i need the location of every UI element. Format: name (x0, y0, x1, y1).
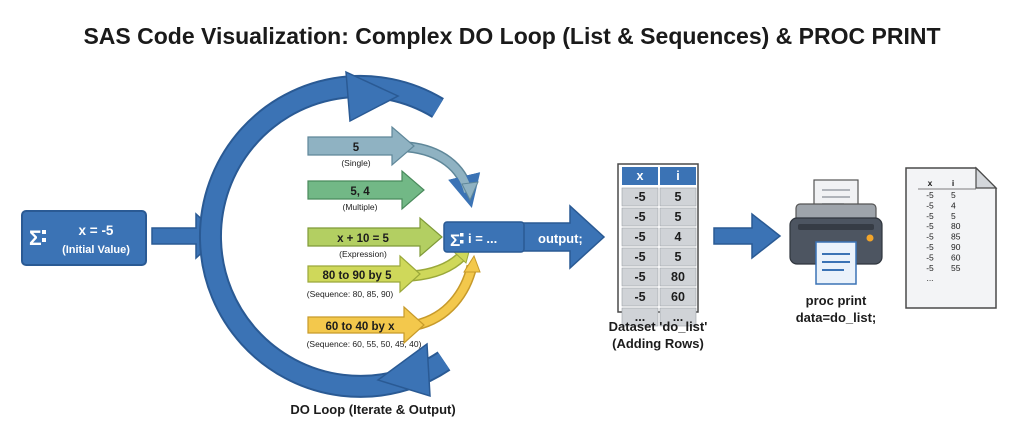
initial-value-expr: x = -5 (79, 223, 114, 238)
printout-cell: -5 (926, 221, 934, 231)
do-loop-cycle (198, 70, 451, 398)
do-loop-label: DO Loop (Iterate & Output) (290, 402, 455, 417)
dataset-cell-value: -5 (634, 250, 645, 264)
loop-item-expression: x + 10 = 5 (Expression) (307, 216, 443, 259)
printout-header-label: i (952, 178, 954, 188)
dataset-cell-value: -5 (634, 190, 645, 204)
printout-cell: -5 (926, 200, 934, 210)
dataset-cell (621, 207, 659, 227)
printout-cell: 55 (951, 263, 961, 273)
arrow-dataset-to-printer (713, 212, 782, 260)
dataset-cell-value: -5 (634, 270, 645, 284)
dataset-table: x i -5 5 -5 5 -5 4 -5 5 -5 80 -5 60...... (617, 163, 699, 327)
dataset-header-cell (622, 167, 658, 185)
loop-item-sequence-down-expr: 60 to 40 by x (325, 321, 395, 333)
printout-cell: -5 (926, 242, 934, 252)
printer-icon (789, 179, 883, 285)
dataset-cell (659, 227, 697, 247)
printout-cell: 5 (951, 190, 956, 200)
printout-cell: -5 (926, 190, 934, 200)
printout-cell: -5 (926, 263, 934, 273)
loop-item-single-expr: 5 (353, 142, 360, 154)
proc-print-line2: data=do_list; (796, 310, 877, 325)
proc-print-line1: proc print (806, 293, 867, 308)
dataset-cell (621, 287, 659, 307)
loop-output-statement: output; (538, 231, 583, 246)
dataset-cell-value: 80 (671, 270, 685, 284)
loop-item-multiple-expr: 5, 4 (350, 186, 370, 198)
loop-item-multiple-caption: (Multiple) (343, 202, 378, 212)
dataset-cell (621, 187, 659, 207)
loop-item-sequence-up: 80 to 90 by 5 (Sequence: 80, 85, 90) (307, 247, 471, 299)
loop-item-sequence-up-expr: 80 to 90 by 5 (322, 270, 392, 282)
dataset-cell-value: 5 (675, 250, 682, 264)
loop-item-multiple: 5, 4 (Multiple) (307, 169, 425, 212)
svg-text:Σ: Σ (450, 231, 460, 250)
printout-header-label: x (928, 178, 933, 188)
dataset-cell (659, 287, 697, 307)
loop-assign-expr: i = ... (468, 231, 497, 246)
dataset-cell (659, 187, 697, 207)
dataset-caption-line1: Dataset 'do_list' (609, 319, 708, 334)
dataset-caption-line2: (Adding Rows) (612, 336, 704, 351)
initial-value-box: Σ x = -5 (Initial Value) (21, 210, 147, 266)
dataset-cell (621, 307, 659, 327)
printout-cell: -5 (926, 232, 934, 242)
dataset-cell (621, 247, 659, 267)
loop-top-arrowhead (345, 70, 400, 123)
printout-cell: ... (926, 273, 933, 283)
sigma-icon: Σ (450, 231, 464, 250)
dataset-cell-value: ... (673, 310, 683, 324)
loop-item-sequence-down: 60 to 40 by x (Sequence: 60, 55, 50, 45,… (307, 254, 481, 349)
dataset-cell (621, 227, 659, 247)
dataset-cell-value: 5 (675, 190, 682, 204)
dataset-cell-value: -5 (634, 210, 645, 224)
printout-cell: -5 (926, 211, 934, 221)
dataset-header-label: i (676, 169, 679, 183)
initial-value-caption: (Initial Value) (62, 244, 130, 256)
printout-cell: -5 (926, 252, 934, 262)
dataset-cell (659, 307, 697, 327)
dataset-cell-value: 60 (671, 290, 685, 304)
dataset-header-label: x (637, 169, 644, 183)
dataset-cell (659, 267, 697, 287)
loop-bottom-arrowhead (376, 342, 431, 398)
svg-text:Σ: Σ (29, 227, 42, 250)
dataset-cell (659, 247, 697, 267)
dataset-cell-value: 5 (675, 210, 682, 224)
printout-cell: 90 (951, 242, 961, 252)
printout-cell: 85 (951, 232, 961, 242)
loop-item-expression-expr: x + 10 = 5 (337, 233, 389, 245)
loop-item-sequence-up-caption: (Sequence: 80, 85, 90) (307, 289, 394, 299)
page-title: SAS Code Visualization: Complex DO Loop … (83, 23, 940, 49)
loop-item-single: 5 (Single) (307, 125, 481, 209)
dataset-cell (659, 207, 697, 227)
printout-cell: 80 (951, 221, 961, 231)
dataset-cell (621, 267, 659, 287)
dataset-cell-value: -5 (634, 290, 645, 304)
printout-cell: 4 (951, 200, 956, 210)
printout-document-icon: x i -5 5 -5 4 -5 5 -5 80 -5 85 -5 90 -5 60 -5 55... (905, 166, 998, 309)
printout-cell: 60 (951, 252, 961, 262)
dataset-header-cell (660, 167, 696, 185)
loop-item-sequence-down-caption: (Sequence: 60, 55, 50, 45, 40) (307, 339, 422, 349)
sigma-icon: Σ (29, 227, 46, 250)
dataset-cell-value: -5 (634, 230, 645, 244)
loop-item-single-caption: (Single) (341, 158, 370, 168)
loop-item-expression-caption: (Expression) (339, 249, 387, 259)
dataset-cell-value: ... (635, 310, 645, 324)
dataset-cell-value: 4 (675, 230, 682, 244)
printout-cell: 5 (951, 211, 956, 221)
loop-assign-output: Σ i = ... output; (443, 204, 606, 270)
